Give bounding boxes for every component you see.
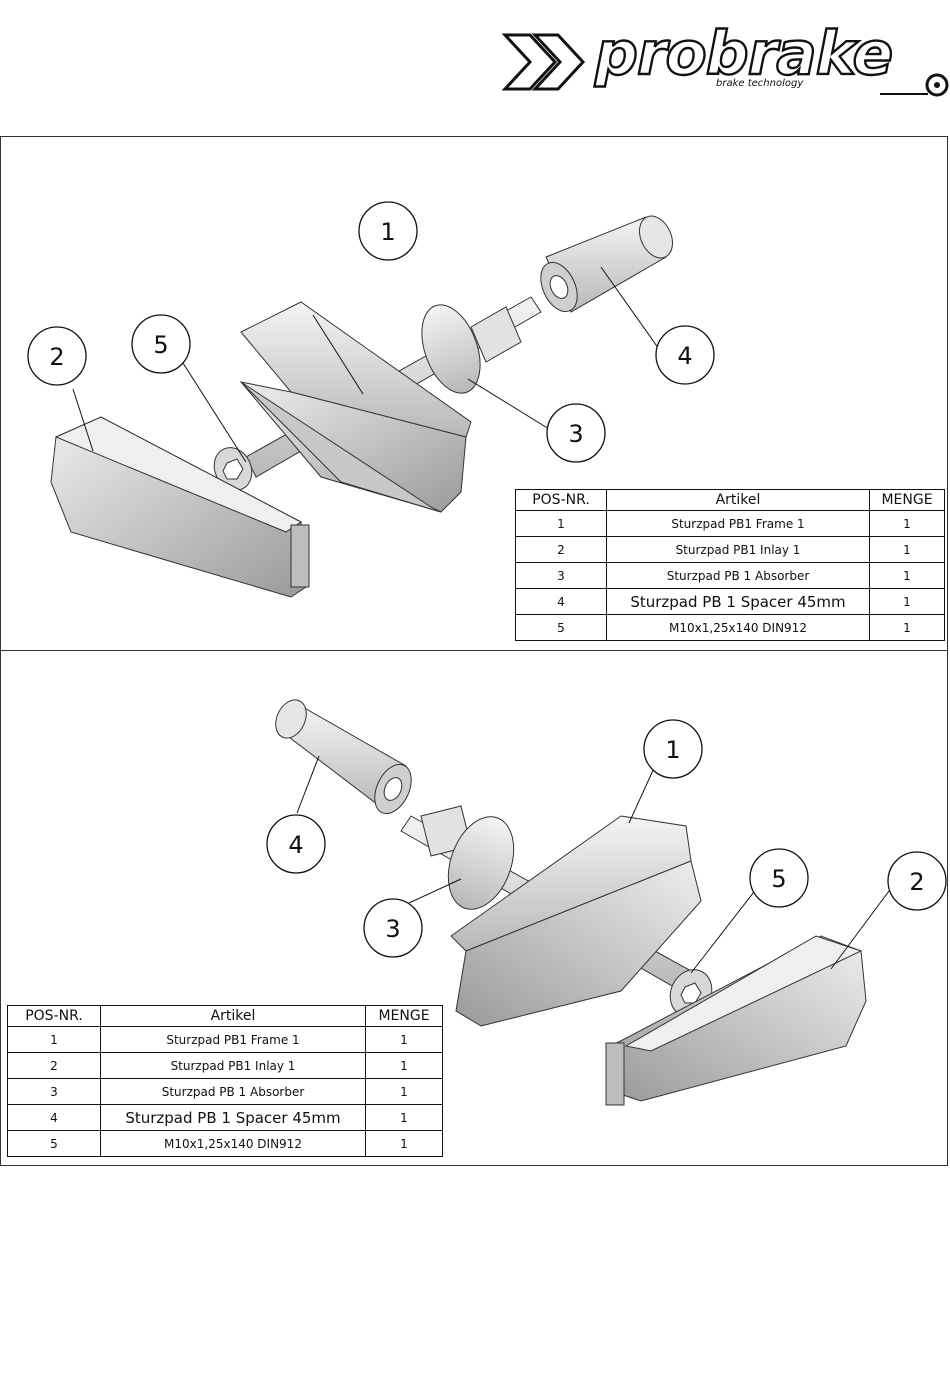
col-article-header: Artikel bbox=[606, 489, 870, 511]
callout-1: 1 bbox=[665, 736, 680, 764]
row-pos: 4 bbox=[515, 588, 607, 615]
row-article: M10x1,25x140 DIN912 bbox=[606, 614, 870, 641]
callout-4: 4 bbox=[677, 342, 692, 370]
parts-table: POS-NR. Artikel MENGE 1 Sturzpad PB1 Fra… bbox=[7, 1005, 443, 1157]
row-pos: 1 bbox=[7, 1026, 101, 1053]
frame-part bbox=[450, 815, 702, 1027]
table-row: 1 Sturzpad PB1 Frame 1 1 bbox=[515, 510, 945, 537]
table-row: 2 Sturzpad PB1 Inlay 1 1 bbox=[515, 536, 945, 563]
row-article: Sturzpad PB1 Inlay 1 bbox=[606, 536, 870, 563]
table-row: 5 M10x1,25x140 DIN912 1 bbox=[515, 614, 945, 641]
logo-tagline: brake technology bbox=[716, 78, 804, 89]
row-pos: 2 bbox=[515, 536, 607, 563]
row-pos: 5 bbox=[515, 614, 607, 641]
col-qty-header: MENGE bbox=[365, 1005, 443, 1027]
row-pos: 3 bbox=[515, 562, 607, 589]
row-qty: 1 bbox=[365, 1104, 443, 1131]
spacer-part bbox=[275, 699, 412, 815]
callout-2: 2 bbox=[49, 343, 64, 371]
row-article: Sturzpad PB1 Inlay 1 bbox=[100, 1052, 366, 1079]
table-row: 3 Sturzpad PB 1 Absorber 1 bbox=[7, 1078, 443, 1105]
callout-3: 3 bbox=[385, 915, 400, 943]
callout-2: 2 bbox=[909, 868, 924, 896]
exploded-assembly-drawing: 1 2 3 4 5 bbox=[266, 699, 947, 1106]
row-qty: 1 bbox=[869, 536, 945, 563]
absorber-part bbox=[420, 805, 515, 910]
callout-3: 3 bbox=[568, 420, 583, 448]
table-row: 3 Sturzpad PB 1 Absorber 1 bbox=[515, 562, 945, 589]
col-pos-header: POS-NR. bbox=[7, 1005, 101, 1027]
inlay-part bbox=[50, 416, 310, 598]
table-row: 5 M10x1,25x140 DIN912 1 bbox=[7, 1130, 443, 1157]
row-qty: 1 bbox=[365, 1078, 443, 1105]
parts-table: POS-NR. Artikel MENGE 1 Sturzpad PB1 Fra… bbox=[515, 489, 945, 641]
table-row: 4 Sturzpad PB 1 Spacer 45mm 1 bbox=[7, 1104, 443, 1131]
exploded-view-left: 1 2 3 4 5 POS-NR. Artikel MENGE 1 Sturzp… bbox=[0, 136, 948, 651]
callout-5: 5 bbox=[153, 331, 168, 359]
exploded-view-right: 1 2 3 4 5 POS-NR. Artikel MENGE 1 Sturzp… bbox=[0, 650, 948, 1166]
row-qty: 1 bbox=[869, 510, 945, 537]
row-pos: 5 bbox=[7, 1130, 101, 1157]
absorber-part bbox=[421, 304, 522, 394]
row-article: Sturzpad PB1 Frame 1 bbox=[100, 1026, 366, 1053]
exploded-assembly-drawing: 1 2 3 4 5 bbox=[27, 201, 715, 598]
row-pos: 1 bbox=[515, 510, 607, 537]
row-article: Sturzpad PB 1 Absorber bbox=[606, 562, 870, 589]
callout-1: 1 bbox=[380, 218, 395, 246]
inlay-part bbox=[605, 935, 867, 1106]
row-article: Sturzpad PB 1 Spacer 45mm bbox=[606, 588, 870, 615]
row-qty: 1 bbox=[869, 588, 945, 615]
row-article: Sturzpad PB 1 Absorber bbox=[100, 1078, 366, 1105]
row-qty: 1 bbox=[365, 1130, 443, 1157]
row-article: Sturzpad PB1 Frame 1 bbox=[606, 510, 870, 537]
brake-line-icon bbox=[880, 73, 949, 97]
frame-part bbox=[239, 301, 472, 513]
probrake-logo: probrake brake technology bbox=[500, 19, 950, 102]
row-pos: 3 bbox=[7, 1078, 101, 1105]
row-qty: 1 bbox=[365, 1052, 443, 1079]
col-qty-header: MENGE bbox=[869, 489, 945, 511]
col-pos-header: POS-NR. bbox=[515, 489, 607, 511]
logo-wordmark: probrake bbox=[594, 19, 895, 89]
callout-4: 4 bbox=[288, 831, 303, 859]
row-qty: 1 bbox=[869, 614, 945, 641]
row-article: M10x1,25x140 DIN912 bbox=[100, 1130, 366, 1157]
spacer-part bbox=[540, 215, 673, 313]
row-qty: 1 bbox=[869, 562, 945, 589]
callout-5: 5 bbox=[771, 865, 786, 893]
row-pos: 2 bbox=[7, 1052, 101, 1079]
col-article-header: Artikel bbox=[100, 1005, 366, 1027]
table-row: 2 Sturzpad PB1 Inlay 1 1 bbox=[7, 1052, 443, 1079]
row-article: Sturzpad PB 1 Spacer 45mm bbox=[100, 1104, 366, 1131]
row-qty: 1 bbox=[365, 1026, 443, 1053]
table-row: 4 Sturzpad PB 1 Spacer 45mm 1 bbox=[515, 588, 945, 615]
row-pos: 4 bbox=[7, 1104, 101, 1131]
table-row: 1 Sturzpad PB1 Frame 1 1 bbox=[7, 1026, 443, 1053]
double-chevron-icon bbox=[501, 33, 586, 91]
